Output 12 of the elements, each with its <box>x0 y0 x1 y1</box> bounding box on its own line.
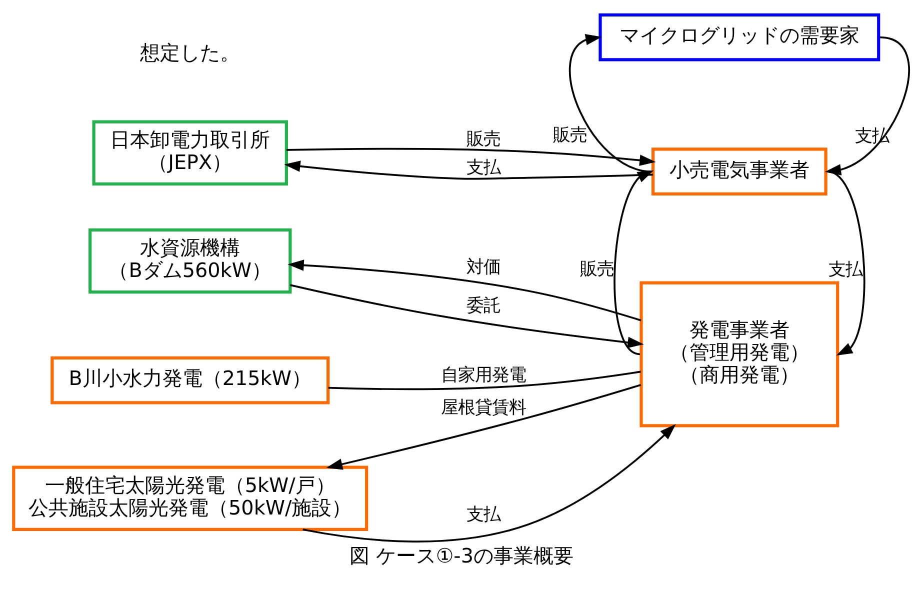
edge-label: 対価 <box>466 257 500 278</box>
edge-label: 販売 <box>553 126 588 146</box>
caption: 図 ケース①-3の事業概要 <box>350 544 574 568</box>
edge-label: 販売 <box>580 259 614 280</box>
edge-label: 販売 <box>466 129 500 150</box>
edge-label: 委託 <box>466 296 500 316</box>
label: 想定した。 <box>140 41 240 64</box>
edge-label: 支払 <box>828 260 863 280</box>
edge-label: 支払 <box>466 504 500 525</box>
edge-label: 屋根貸賃料 <box>440 398 526 418</box>
edge-label: 自家用発電 <box>440 366 526 386</box>
edge-label: 支払 <box>466 158 500 178</box>
